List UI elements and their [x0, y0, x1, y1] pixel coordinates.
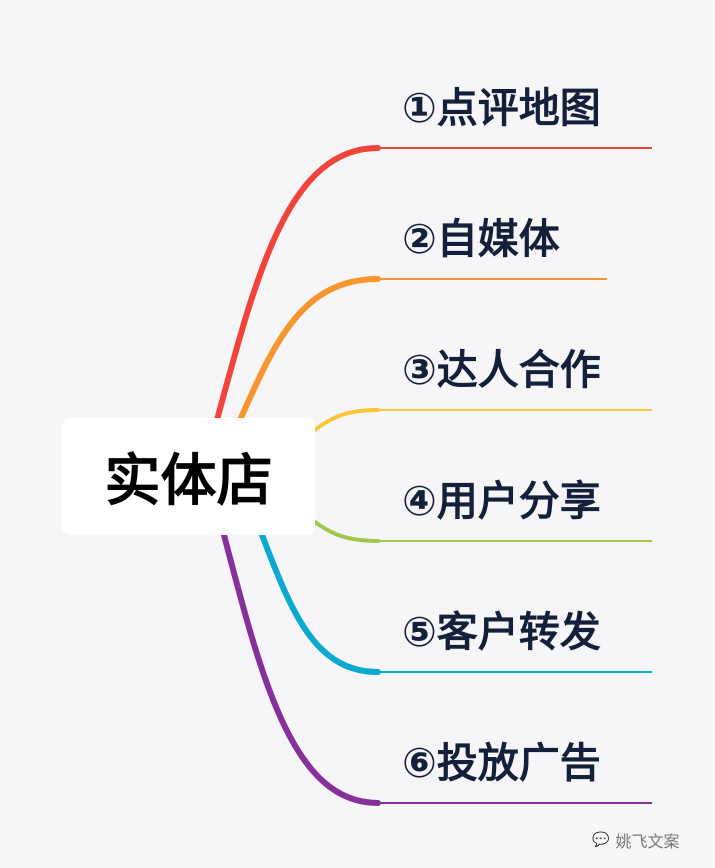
branch-curve-3 [310, 408, 380, 434]
watermark-text: 姚飞文案 [615, 832, 680, 851]
branch-label-6[interactable]: ⑥投放广告 [402, 739, 601, 787]
watermark: 💬 姚飞文案 [592, 828, 679, 852]
branch-label-1[interactable]: ①点评地图 [402, 84, 601, 132]
branch-curve-4 [310, 518, 380, 543]
branch-curve-2 [237, 276, 381, 423]
branch-curve-6 [221, 532, 381, 806]
branch-curve-5 [259, 532, 381, 675]
branch-label-4[interactable]: ④用户分享 [402, 477, 601, 525]
wechat-icon: 💬 [592, 832, 610, 848]
root-node[interactable]: 实体店 [62, 418, 315, 535]
branch-label-5[interactable]: ⑤客户转发 [402, 608, 601, 656]
branch-label-3[interactable]: ③达人合作 [402, 346, 601, 394]
branch-curve-1 [214, 145, 381, 423]
branch-label-2[interactable]: ②自媒体 [402, 215, 560, 263]
